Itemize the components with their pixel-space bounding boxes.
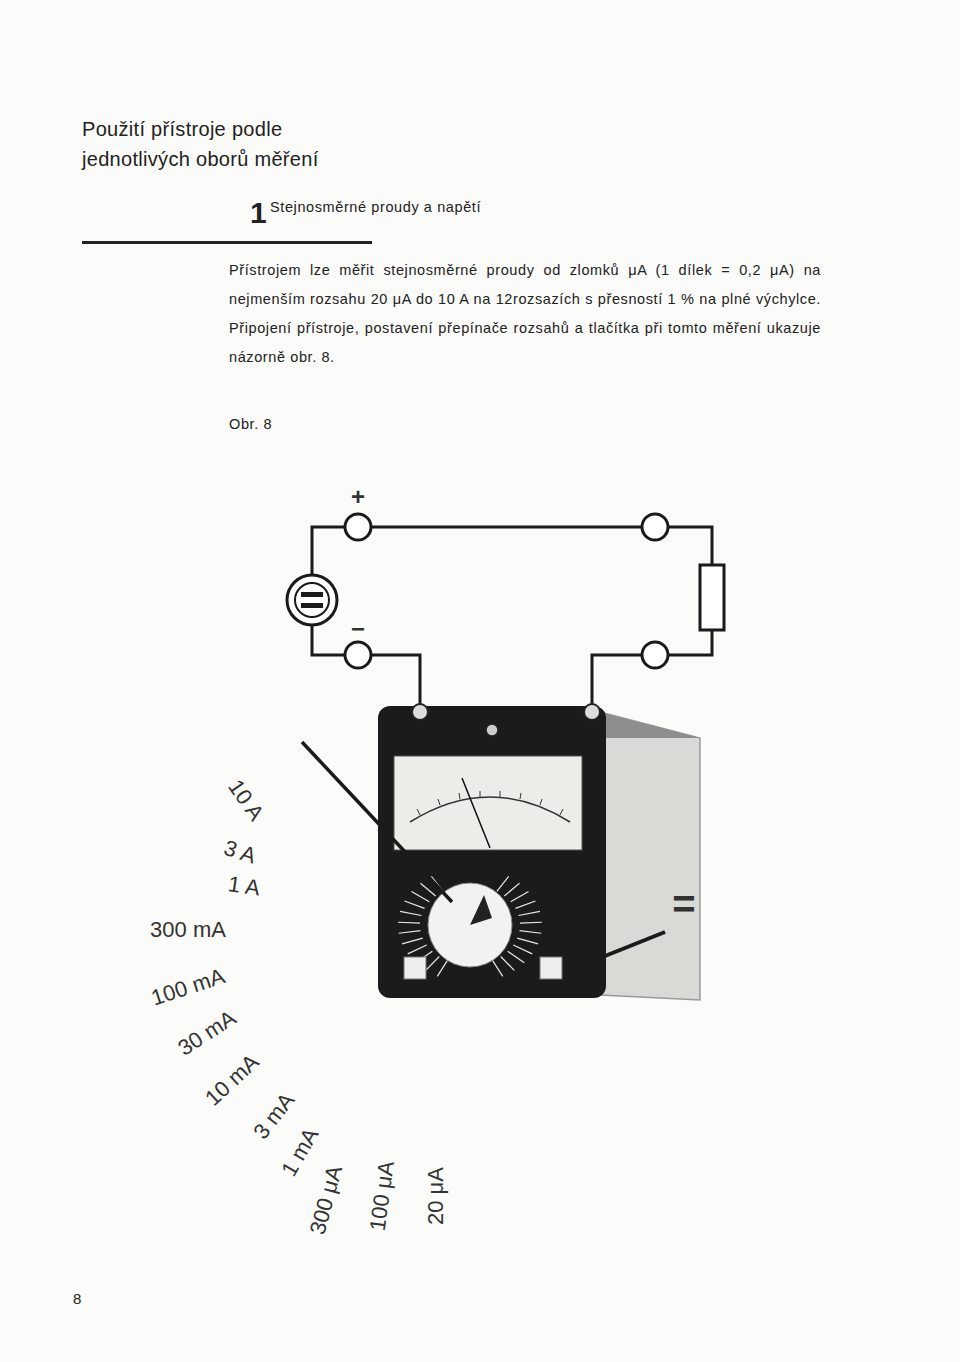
range-label: 1 mA <box>276 1123 324 1180</box>
dial-tick <box>420 883 435 896</box>
terminals <box>345 514 668 668</box>
polarity-sign: + <box>351 483 365 511</box>
dial-tick <box>398 922 420 924</box>
section-rule <box>82 241 372 244</box>
dial-tick <box>402 938 423 944</box>
page-number: 8 <box>73 1290 81 1307</box>
range-label: 100 μA <box>365 1159 400 1232</box>
range-label: 20 μA <box>423 1167 448 1225</box>
switch-leader-line <box>302 742 452 902</box>
circuit-wires <box>312 527 712 704</box>
range-label: 10 mA <box>200 1049 264 1111</box>
page-title: Použití přístroje podle jednotlivých obo… <box>82 114 382 174</box>
range-label: 100 mA <box>148 963 228 1010</box>
dial-tick <box>497 876 509 891</box>
dial-tick <box>399 931 421 934</box>
dial-tick <box>520 922 542 924</box>
dial-tick <box>408 945 427 954</box>
multimeter <box>378 704 700 1000</box>
range-label: 3 A <box>221 835 259 869</box>
range-label: 300 μA <box>305 1163 348 1237</box>
polarity-sign: − <box>351 615 365 643</box>
section-number: 1 <box>250 196 267 231</box>
dial-tick <box>513 945 532 954</box>
dial-tick <box>517 938 538 944</box>
range-label: 1 A <box>226 871 261 900</box>
dial-tick <box>501 957 515 971</box>
body-paragraph: Přístrojem lze měřit stejnosměrné proudy… <box>229 256 821 372</box>
dial-tick <box>519 911 540 915</box>
dc-symbol: = <box>672 881 695 927</box>
dial-tick <box>437 961 447 977</box>
section-heading: Stejnosměrné proudy a napětí <box>270 199 481 216</box>
dial-tick <box>519 931 541 934</box>
dial-tick <box>405 901 425 908</box>
dc-source-symbol <box>287 575 337 625</box>
resistor-symbol <box>700 565 724 630</box>
dial-tick <box>493 961 503 977</box>
dial-tick <box>515 901 535 908</box>
figure-label: Obr. 8 <box>229 416 272 433</box>
range-label: 300 mA <box>150 917 226 942</box>
range-label: 30 mA <box>173 1005 240 1061</box>
dial-tick <box>504 883 519 896</box>
dial-tick <box>508 951 525 963</box>
range-label: 3 mA <box>248 1088 300 1144</box>
dial-tick <box>400 911 421 915</box>
dial-tick <box>426 957 440 971</box>
button-arrow <box>572 932 665 970</box>
dial-tick <box>511 891 529 901</box>
dial-tick <box>411 891 429 901</box>
range-label: 10 A <box>223 775 269 826</box>
